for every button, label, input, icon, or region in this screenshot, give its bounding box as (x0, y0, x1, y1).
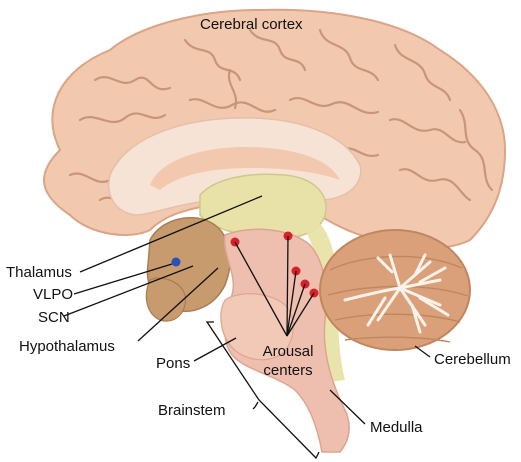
label-thalamus: Thalamus (6, 264, 72, 281)
label-scn: SCN (38, 309, 70, 326)
scn-leader (63, 265, 194, 317)
brainstem-bracket (205, 321, 320, 460)
label-vlpo: VLPO (33, 286, 74, 303)
pituitary-shape (145, 277, 187, 322)
label-arousal-line2: centers (263, 362, 313, 379)
cerebellum-leader (414, 345, 431, 358)
label-medulla: Medulla (370, 419, 423, 436)
cortex-grooves (68, 28, 494, 204)
corpus-callosum-inner (150, 146, 340, 190)
pons-leader (193, 337, 237, 362)
hypothalamus-leader (137, 267, 219, 342)
thalamus-leader (79, 195, 263, 273)
cerebellum-group (319, 229, 471, 351)
label-cerebral-cortex: Cerebral cortex (200, 16, 303, 33)
label-arousal-line1: Arousal (262, 343, 314, 360)
label-brainstem: Brainstem (158, 402, 226, 419)
medulla-leader (329, 389, 366, 425)
label-cerebellum: Cerebellum (434, 351, 511, 368)
label-hypothalamus: Hypothalamus (19, 338, 115, 355)
label-pons: Pons (156, 355, 191, 372)
leader-lines (63, 195, 431, 460)
vlpo-dot (171, 257, 181, 267)
vlpo-leader (73, 263, 173, 295)
